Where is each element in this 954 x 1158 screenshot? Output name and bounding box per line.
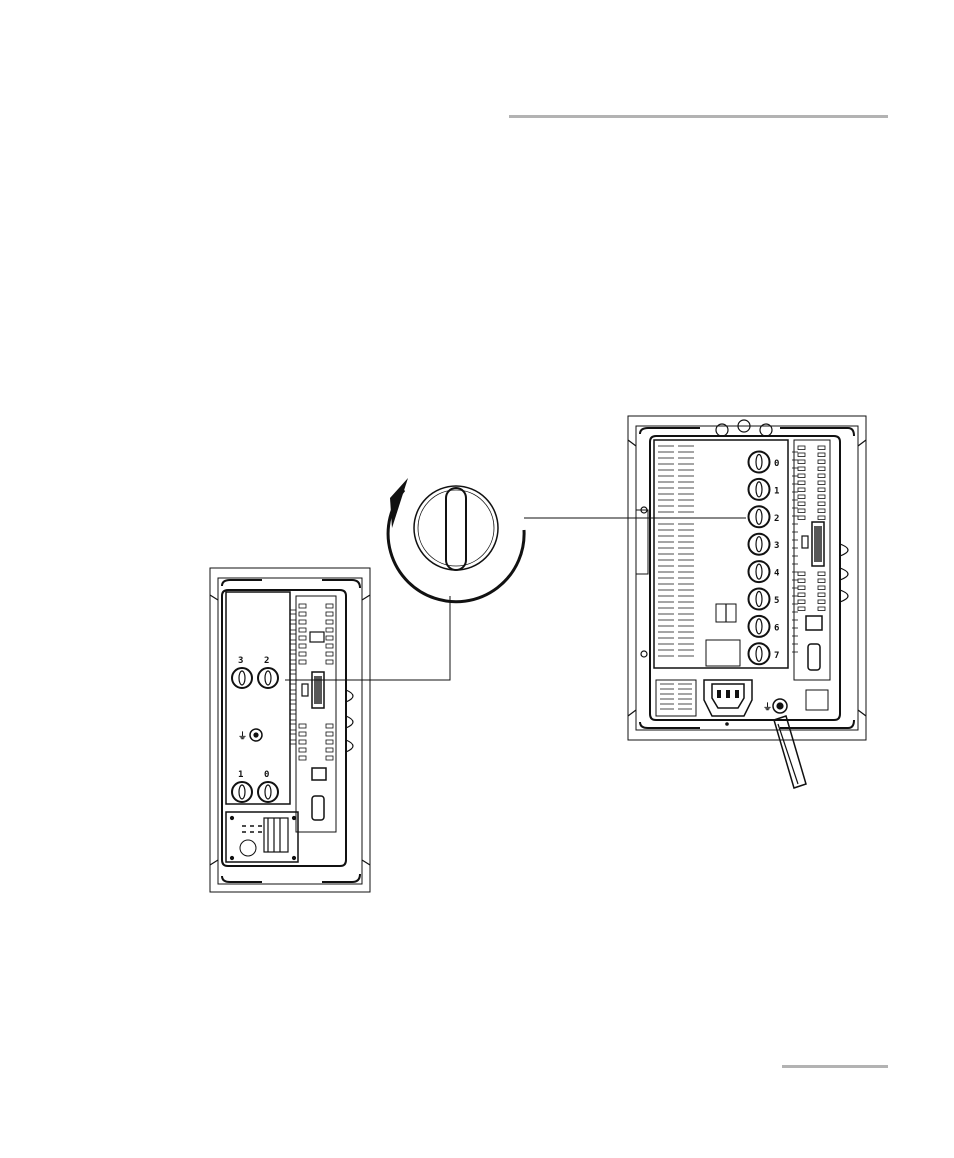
large-port-label-6: 6 [774,623,779,633]
large-ground-symbol: ⏚ [763,702,772,713]
power-inlet [704,680,752,725]
rotate-counterclockwise-icon [388,478,524,602]
small-unit-port-2 [258,668,278,688]
large-unit-port-1 [749,479,770,500]
large-unit-rear-panel: ⏚ 0 1 2 3 4 5 6 7 [628,416,866,788]
large-unit-port-5 [749,589,770,610]
large-unit-port-4 [749,561,770,582]
large-port-label-5: 5 [774,596,779,606]
large-unit-port-6 [749,616,770,637]
small-port-label-2: 2 [264,656,269,666]
small-ground-symbol: ⏚ [238,731,247,742]
small-unit-port-3 [232,668,252,688]
large-port-label-2: 2 [774,514,779,524]
large-unit-port-3 [749,534,770,555]
small-unit-port-1 [232,782,252,802]
large-unit-port-2 [749,506,770,527]
large-port-label-0: 0 [774,459,779,469]
small-unit-ground-lug [250,729,262,741]
large-unit-port-0 [749,452,770,473]
small-port-label-0: 0 [264,770,269,780]
large-port-label-3: 3 [774,541,779,551]
large-port-label-4: 4 [774,569,780,579]
large-unit-ground-lug [773,699,787,713]
small-unit-rear-panel: 3 2 1 0 ⏚ [210,568,370,892]
small-port-label-1: 1 [238,770,243,780]
small-unit-port-0 [258,782,278,802]
large-port-label-1: 1 [774,486,779,496]
large-unit-port-7 [749,643,770,664]
small-port-label-3: 3 [238,656,243,666]
large-port-label-7: 7 [774,651,779,661]
